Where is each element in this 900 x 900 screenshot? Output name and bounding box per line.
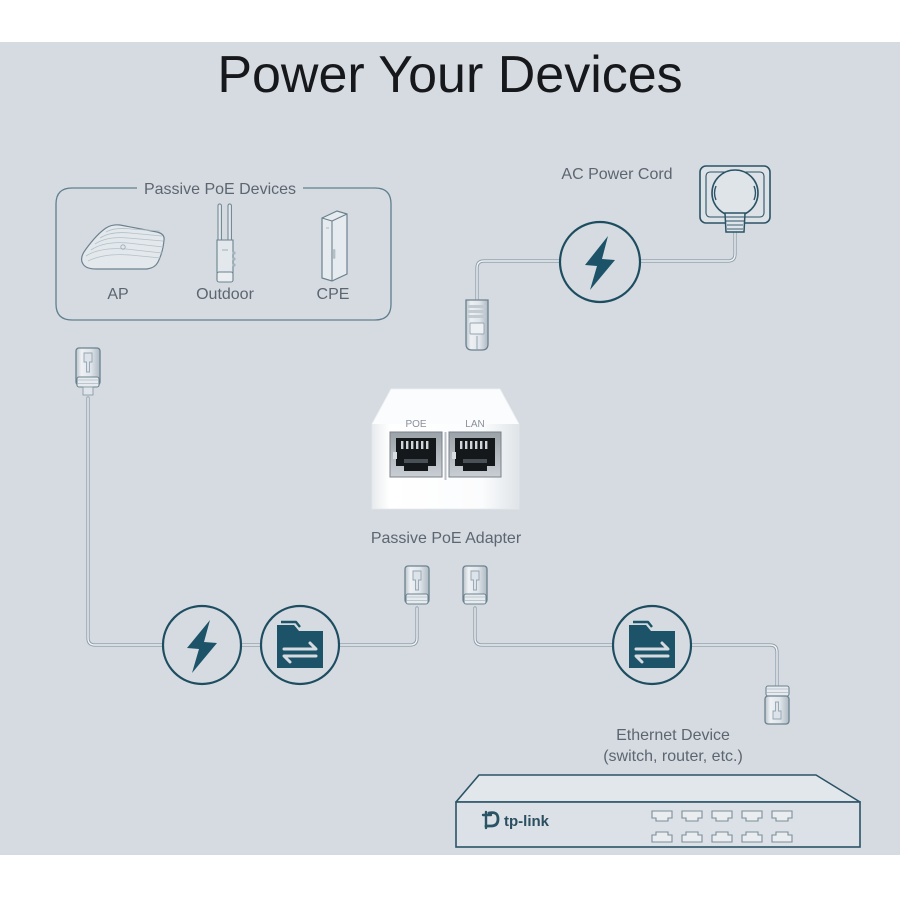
data-transfer-badge-left <box>259 604 341 686</box>
switch-port <box>651 831 673 843</box>
switch-port <box>711 810 733 822</box>
rj45-plug-ethernet-device <box>764 685 790 725</box>
tp-link-logo-text: tp-link <box>504 813 550 830</box>
rj45-plug-adapter-lan <box>462 565 488 605</box>
bolt-icon <box>585 236 615 290</box>
folder-transfer-icon <box>277 625 323 668</box>
cpe-icon <box>321 210 348 282</box>
switch-port <box>711 831 733 843</box>
left-ethernet-cable <box>86 396 419 647</box>
adapter-port-label-lan: LAN <box>465 419 484 430</box>
page-title: Power Your Devices <box>217 46 682 104</box>
tp-link-logo: tp-link <box>481 810 550 830</box>
ethernet-switch: tp-link <box>455 774 861 848</box>
ac-connector-icon <box>465 299 489 351</box>
passive-poe-devices-group: Passive PoE Devices AP <box>55 181 392 321</box>
switch-port <box>741 831 763 843</box>
poe-adapter: POE LAN <box>371 388 520 510</box>
switch-port <box>771 810 793 822</box>
ac-power-cable <box>475 230 737 302</box>
adapter-caption: Passive PoE Adapter <box>371 530 522 547</box>
switch-port <box>741 810 763 822</box>
device-label-ap: AP <box>107 286 128 303</box>
power-bolt-badge-bottom <box>161 604 243 686</box>
devices-box-border <box>55 187 392 321</box>
ethernet-device-label-line2: (switch, router, etc.) <box>603 748 743 765</box>
ethernet-device-label-line1: Ethernet Device <box>616 727 730 744</box>
adapter-port-lan <box>448 431 502 478</box>
switch-port <box>681 831 703 843</box>
right-ethernet-cable <box>473 606 779 688</box>
switch-ports <box>651 810 793 843</box>
wall-outlet-icon <box>699 165 771 233</box>
data-transfer-badge-right <box>611 604 693 686</box>
access-point-icon <box>80 224 165 270</box>
switch-port <box>651 810 673 822</box>
rj45-plug-adapter-poe <box>404 565 430 605</box>
folder-transfer-icon <box>629 625 675 668</box>
switch-port <box>771 831 793 843</box>
ac-power-cord-label: AC Power Cord <box>561 166 672 183</box>
adapter-port-label-poe: POE <box>405 419 426 430</box>
device-label-cpe: CPE <box>317 286 350 303</box>
power-bolt-badge-top <box>558 220 642 304</box>
device-label-outdoor: Outdoor <box>196 286 254 303</box>
bolt-icon <box>187 620 217 673</box>
rj45-plug-top-left <box>75 347 101 396</box>
devices-box-legend: Passive PoE Devices <box>144 181 296 198</box>
adapter-port-poe <box>389 431 443 478</box>
outdoor-ap-icon <box>216 203 236 283</box>
switch-port <box>681 810 703 822</box>
